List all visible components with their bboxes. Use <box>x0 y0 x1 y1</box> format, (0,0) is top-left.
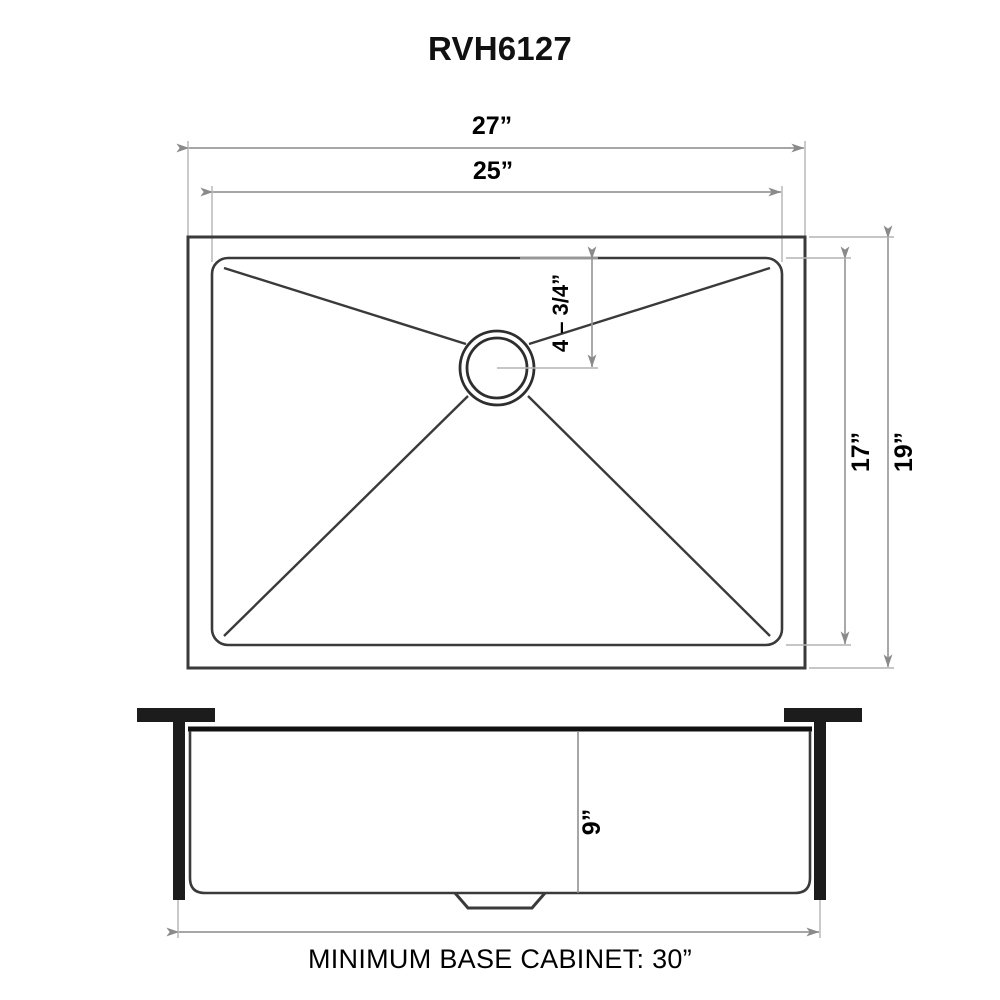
base-cabinet-caption: MINIMUM BASE CABINET: 30” <box>308 944 692 974</box>
sink-rim-outline <box>186 235 807 670</box>
basin-slope-bottom-right <box>527 395 771 637</box>
cabinet-wall-icon-left <box>173 722 185 900</box>
dimension-label-basin-depth: 17” <box>847 432 875 472</box>
basin-slope-top-left <box>223 266 467 346</box>
sink-top-view: 27” 25” 4 – 3/4” 17” <box>176 112 918 670</box>
dimension-label-drain-offset: 4 – 3/4” <box>548 274 573 352</box>
dimension-label-overall-width: 27” <box>472 112 512 140</box>
basin-body-outline <box>188 731 812 895</box>
dimension-label-overall-depth: 19” <box>890 432 918 472</box>
cabinet-wall-icon-right <box>814 722 826 900</box>
drain-outlet-icon <box>453 892 547 910</box>
dimension-label-basin-width: 25” <box>473 157 513 185</box>
basin-slope-top-right <box>528 266 771 346</box>
countertop-slab-icon-right <box>784 708 862 722</box>
sink-basin-outline <box>210 256 784 647</box>
countertop-slab-icon-left <box>137 708 215 722</box>
sink-front-elevation: 9” MINIMUM BASE CABINET: 30” <box>137 708 862 974</box>
dimension-label-bowl-depth: 9” <box>578 809 606 835</box>
page-title: RVH6127 <box>428 30 572 67</box>
basin-slope-bottom-left <box>223 395 469 637</box>
